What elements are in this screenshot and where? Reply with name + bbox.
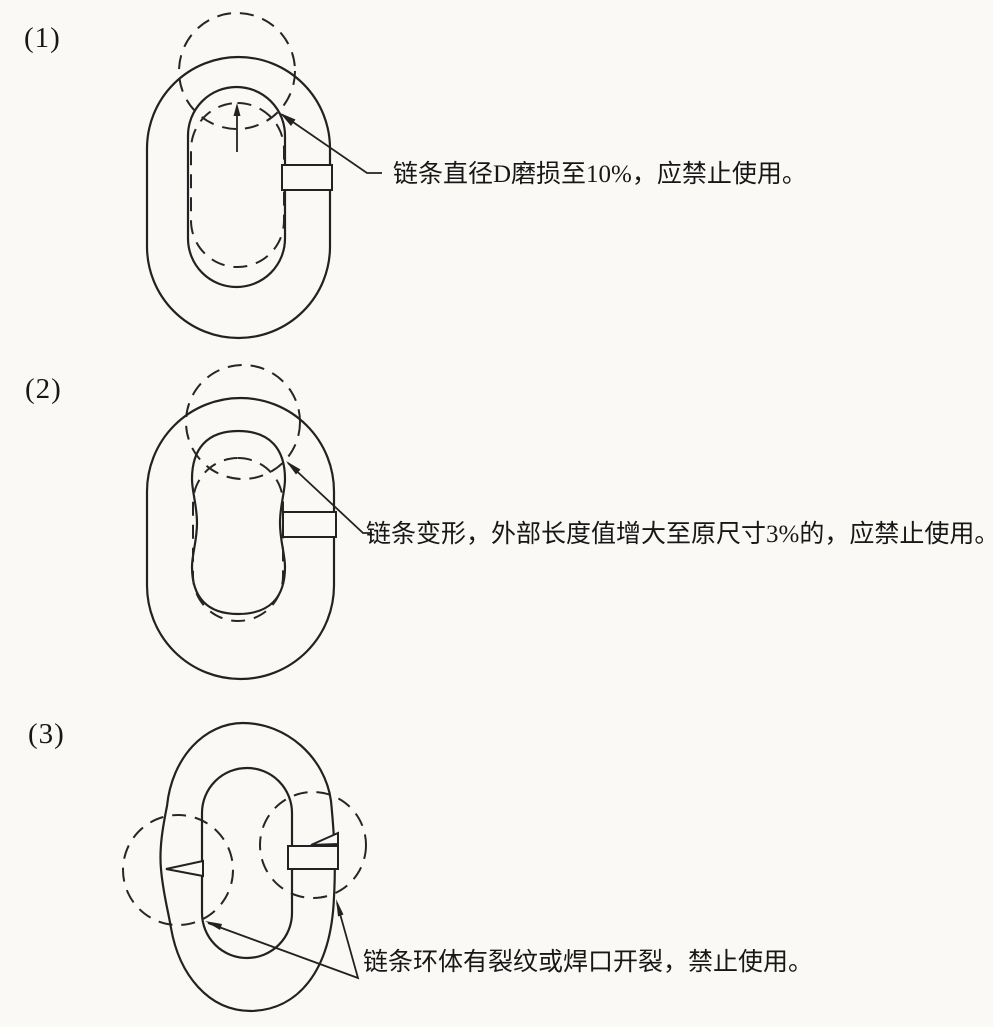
adjacent-link-section-dashed-circle: [179, 13, 295, 129]
figure-2-index: (2): [25, 373, 62, 405]
weld-mark: [288, 846, 338, 869]
chain-link-outer-outline: [147, 398, 334, 679]
weld-crack-zone-dashed-circle: [260, 792, 366, 898]
figure-1-leader-line: [282, 115, 382, 174]
deformed-inner-outline: [192, 431, 285, 614]
weld-mark: [282, 165, 332, 190]
figure-3-right-leader-arrowhead-icon: [336, 899, 344, 917]
figure-1-leader-arrowhead-icon: [280, 113, 296, 126]
figure-2-leader-arrowhead-icon: [286, 461, 301, 475]
figure-3-leader-lines: [208, 903, 358, 978]
figure-2-leader-line: [288, 463, 372, 533]
figure-2-caption: 链条变形，外部长度值增大至原尺寸3%的，应禁止使用。: [366, 521, 993, 548]
figure-3-index: (3): [28, 718, 65, 750]
body-crack-notch: [166, 861, 203, 876]
figure-3-diagram: [123, 723, 366, 1011]
figure-1-diagram: [147, 13, 382, 338]
original-profile-dashed-outline: [193, 458, 283, 621]
adjacent-link-section-dashed-circle: [186, 365, 300, 479]
figure-3-caption: 链条环体有裂纹或焊口开裂，禁止使用。: [363, 949, 814, 976]
figure-1-index: (1): [24, 22, 61, 54]
chain-link-outer-outline: [147, 57, 330, 338]
figure-3-left-leader-arrowhead-icon: [205, 921, 222, 930]
weld-mark: [283, 512, 336, 537]
weld-crack-notch: [311, 833, 338, 845]
chain-link-inner-outline: [202, 768, 292, 958]
worn-profile-dashed-outline: [191, 103, 284, 267]
left-crack-zone-dashed-circle: [123, 815, 233, 925]
figure-1-caption: 链条直径D磨损至10%，应禁止使用。: [393, 161, 807, 188]
chain-link-outer-outline: [160, 723, 334, 1011]
figure-2-diagram: [147, 365, 372, 679]
diameter-measure-arrowhead-icon: [233, 103, 241, 116]
